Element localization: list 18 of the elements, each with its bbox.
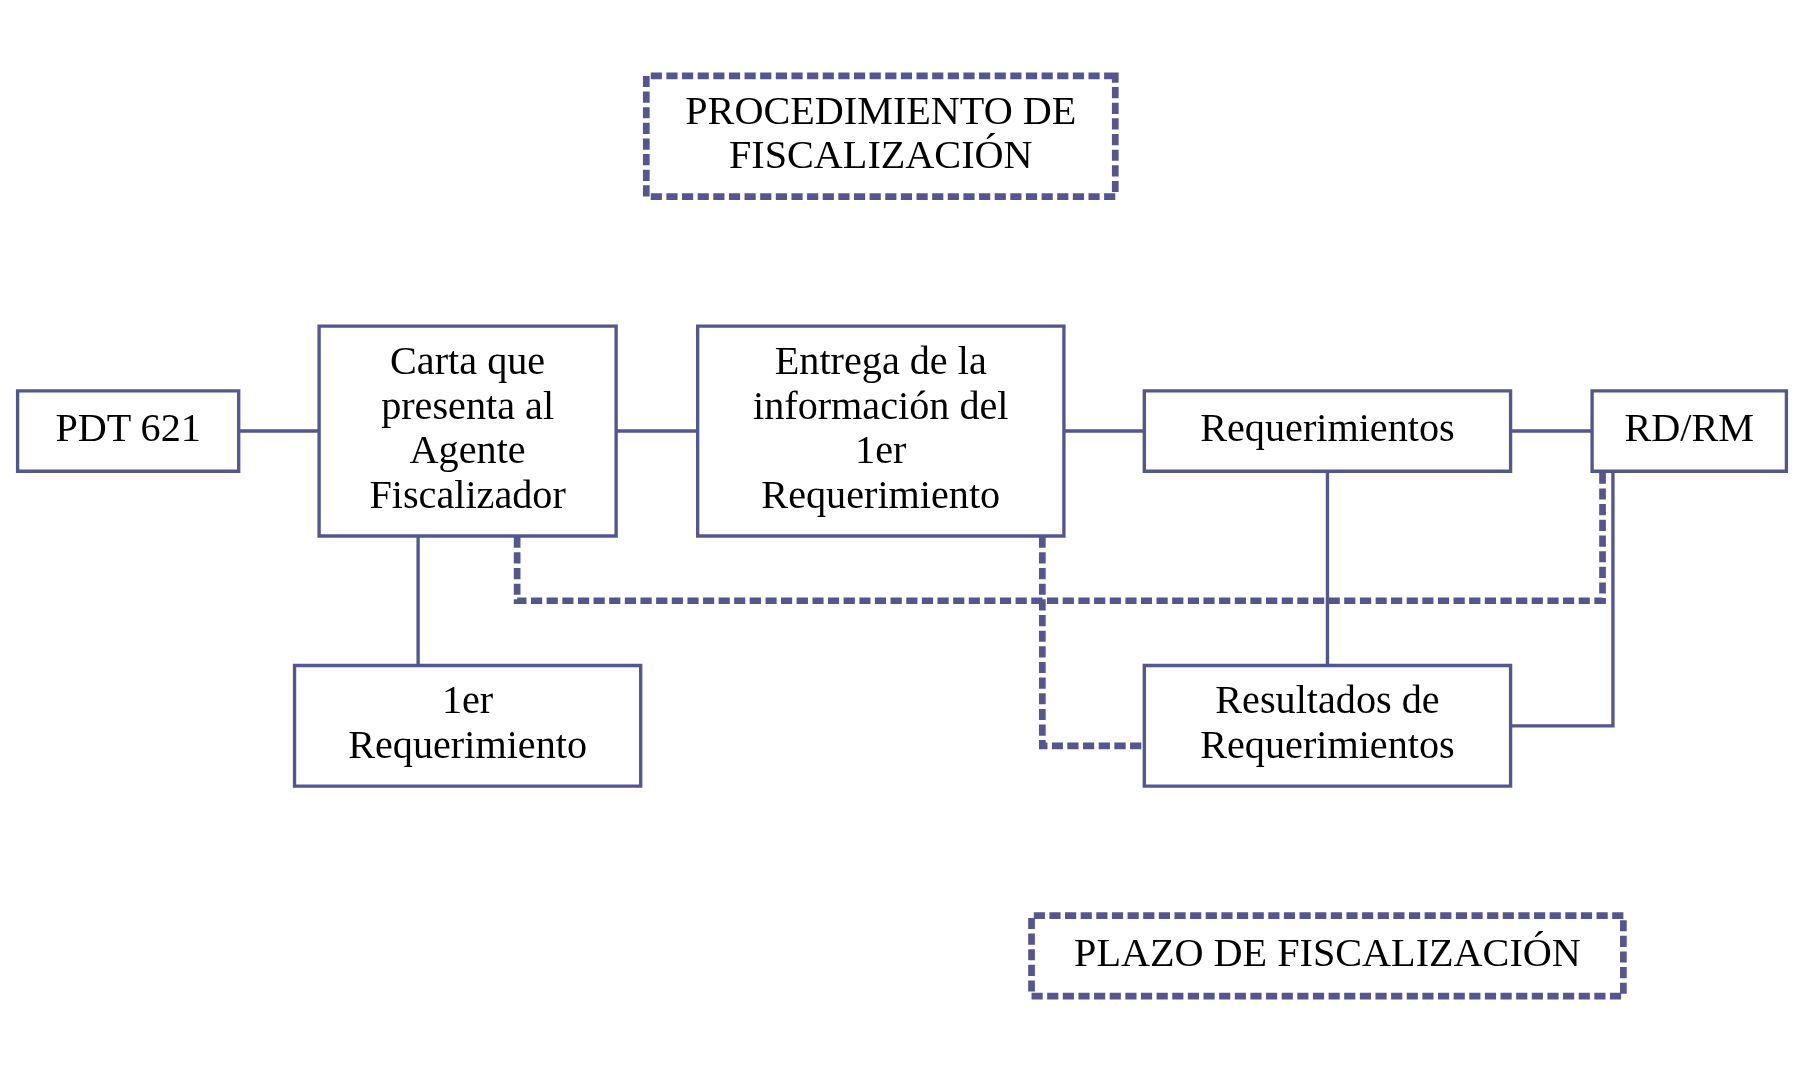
node-box: RD/RM — [1590, 388, 1789, 473]
node-box: 1er Requerimiento — [292, 663, 643, 788]
node-box: Entrega de la información del 1er Requerimiento — [695, 323, 1066, 538]
connector — [239, 428, 319, 433]
node-box: PLAZO DE FISCALIZACIÓN — [1028, 911, 1627, 999]
connector — [513, 470, 1606, 604]
connector — [1510, 470, 1615, 727]
connector — [1511, 428, 1592, 433]
connector — [1325, 470, 1330, 666]
connector — [1038, 536, 1144, 749]
connector — [1064, 428, 1144, 433]
node-box: Requerimientos — [1142, 388, 1513, 473]
node-box: PDT 621 — [15, 388, 241, 473]
connector — [416, 536, 420, 665]
node-box: PROCEDIMIENTO DE FISCALIZACIÓN — [642, 72, 1119, 200]
connector — [616, 428, 698, 433]
node-box: Carta que presenta al Agente Fiscalizador — [317, 323, 618, 538]
node-box: Resultados de Requerimientos — [1142, 663, 1513, 788]
